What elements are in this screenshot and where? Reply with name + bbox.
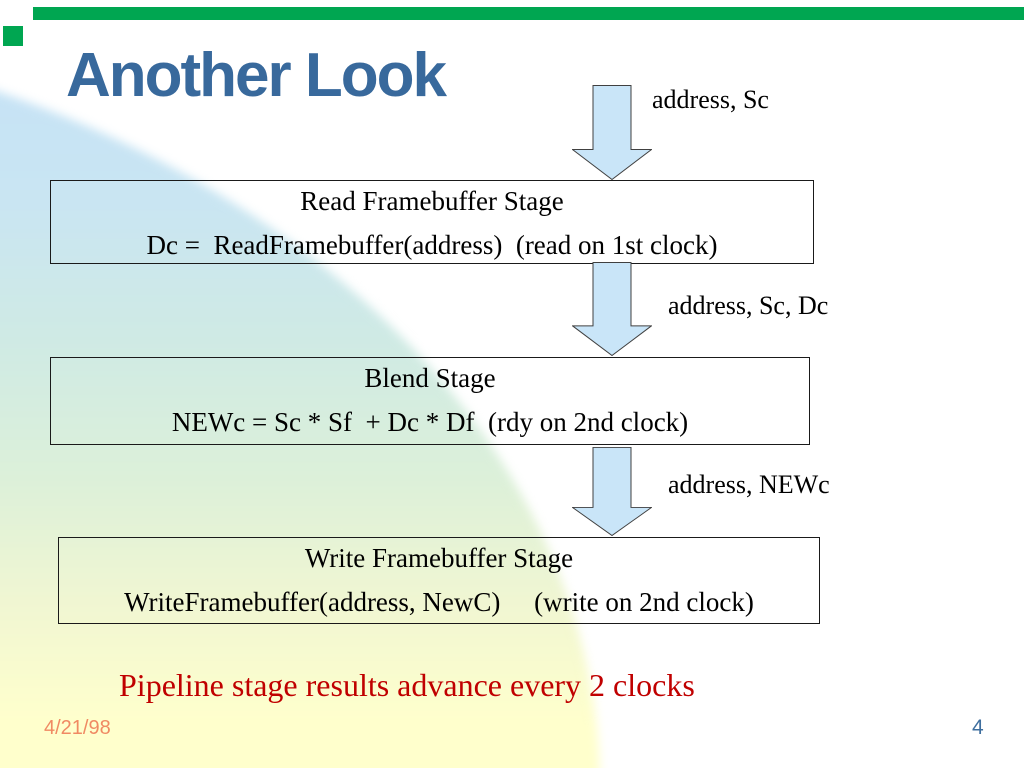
stage-name: Read Framebuffer Stage <box>300 186 564 216</box>
header-accent-bar <box>33 7 1024 20</box>
stage-box-blend: Blend Stage NEWc = Sc * Sf + Dc * Df (rd… <box>50 357 810 445</box>
arrow-label-address-newc: address, NEWc <box>668 470 830 499</box>
footer-date: 4/21/98 <box>44 717 111 739</box>
slide-title: Another Look <box>66 41 447 110</box>
stage-name: Write Framebuffer Stage <box>304 543 574 573</box>
stage-name: Blend Stage <box>364 363 496 393</box>
down-arrow-icon <box>572 447 652 536</box>
stage-box-write-framebuffer: Write Framebuffer Stage WriteFramebuffer… <box>58 537 820 624</box>
arrow-label-address-sc-dc: address, Sc, Dc <box>668 291 829 320</box>
footer-page-number: 4 <box>972 716 984 739</box>
stage-detail: WriteFramebuffer(address, NewC) (write o… <box>124 587 754 617</box>
down-arrow-icon <box>572 85 652 180</box>
summary-text: Pipeline stage results advance every 2 c… <box>119 667 695 703</box>
header-accent-square <box>3 26 23 46</box>
down-arrow-icon <box>572 262 652 356</box>
stage-box-read-framebuffer: Read Framebuffer Stage Dc = ReadFramebuf… <box>50 180 814 264</box>
stage-detail: NEWc = Sc * Sf + Dc * Df (rdy on 2nd clo… <box>171 407 689 437</box>
arrow-label-address-sc: address, Sc <box>652 85 769 114</box>
stage-detail: Dc = ReadFramebuffer(address) (read on 1… <box>146 230 718 260</box>
